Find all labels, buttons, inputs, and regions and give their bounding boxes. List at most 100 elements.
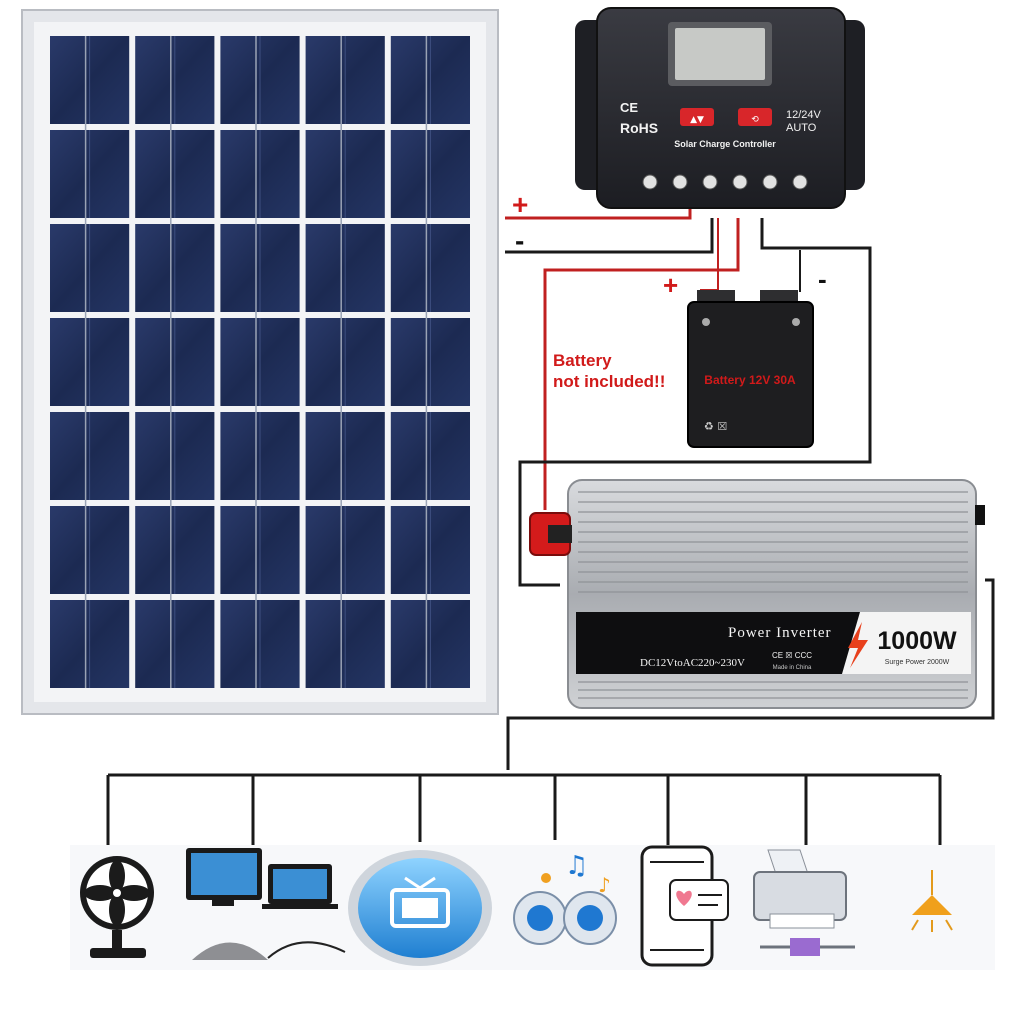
controller-button-2-glyph: ⟲ xyxy=(751,115,759,125)
speaker-icon: ♫ ♪ xyxy=(513,851,617,945)
inverter-power-badge xyxy=(842,612,971,674)
controller-mode-label: AUTO xyxy=(786,122,817,134)
controller-body xyxy=(596,7,846,209)
solar-cell xyxy=(220,600,300,688)
computer-icon xyxy=(186,848,346,960)
controller-button-1-glyph: ▲▼ xyxy=(690,115,704,125)
controller-rohs-mark: RoHS xyxy=(620,120,658,136)
inverter-spec: DC12VtoAC220~230V xyxy=(640,657,745,669)
power-inverter: Power Inverter DC12VtoAC220~230V CE ☒ CC… xyxy=(529,479,985,709)
fan-icon xyxy=(80,856,154,958)
solar-cell xyxy=(390,224,470,312)
solar-cell xyxy=(390,36,470,124)
controller-terminal-screw xyxy=(792,174,808,190)
panel-minus-label: - xyxy=(515,225,524,256)
appliance-row: ♫ ♪ xyxy=(70,845,995,970)
solar-cell xyxy=(135,36,215,124)
solar-cell xyxy=(50,600,130,688)
solar-cell xyxy=(305,130,385,218)
mouse xyxy=(192,942,268,960)
battery-minus-label: - xyxy=(818,264,827,294)
controller-name-label: Solar Charge Controller xyxy=(674,139,776,149)
solar-cell xyxy=(390,506,470,594)
controller-terminal-screw xyxy=(732,174,748,190)
controller-ce-mark: CE xyxy=(620,100,638,115)
solar-cell xyxy=(220,506,300,594)
battery-positive-link xyxy=(700,218,719,291)
solar-cell xyxy=(390,412,470,500)
panel-positive-wire xyxy=(505,208,692,220)
controller-terminal-screw xyxy=(702,174,718,190)
inverter-title: Power Inverter xyxy=(728,625,832,641)
battery-recycle-marks: ♻ ☒ xyxy=(704,420,727,433)
inverter-surge-rating: Surge Power 2000W xyxy=(885,659,950,666)
panel-negative-wire xyxy=(505,218,714,254)
solar-cell xyxy=(50,224,130,312)
battery-negative-wire xyxy=(518,218,872,587)
battery-bolt-right xyxy=(792,318,800,326)
solar-cell xyxy=(390,600,470,688)
solar-cell xyxy=(305,412,385,500)
solar-panel xyxy=(21,9,499,715)
solar-cell xyxy=(390,318,470,406)
battery-label: Battery 12V 30A xyxy=(704,373,796,387)
phone-icon xyxy=(640,845,729,967)
controller-terminal-screw xyxy=(642,174,658,190)
solar-cell xyxy=(135,412,215,500)
solar-cell xyxy=(305,36,385,124)
lightning-icon xyxy=(848,622,868,668)
battery-note-line2: not included!! xyxy=(553,372,665,391)
tv-icon xyxy=(348,850,492,966)
inverter-terminal-stud xyxy=(548,525,572,543)
inverter-power-switch[interactable] xyxy=(975,505,985,525)
lamp-icon xyxy=(911,870,953,932)
inverter-cooling-fins xyxy=(578,491,968,699)
solar-cell xyxy=(220,318,300,406)
battery-positive-wire xyxy=(543,218,740,510)
solar-cell xyxy=(135,130,215,218)
solar-cell xyxy=(220,224,300,312)
solar-cell xyxy=(305,506,385,594)
battery: Battery 12V 30A ♻ ☒ xyxy=(687,290,814,448)
load-drop-wires xyxy=(106,775,942,858)
panel-plus-label: + xyxy=(512,189,528,220)
solar-cell xyxy=(305,224,385,312)
solar-cell xyxy=(50,318,130,406)
solar-cell xyxy=(50,412,130,500)
solar-cell xyxy=(220,36,300,124)
svg-text:♪: ♪ xyxy=(598,873,611,897)
solar-cell-grid xyxy=(50,36,470,688)
battery-bolt-left xyxy=(702,318,710,326)
solar-cell xyxy=(135,600,215,688)
inverter-marks: CE ☒ CCC xyxy=(772,651,812,660)
solar-cell xyxy=(305,318,385,406)
printer-icon xyxy=(753,849,855,956)
controller-button-2[interactable] xyxy=(738,108,772,126)
controller-terminals xyxy=(642,174,808,190)
controller-voltage-label: 12/24V xyxy=(786,109,822,121)
controller-lcd-screen xyxy=(675,28,765,80)
battery-body xyxy=(687,301,814,448)
solar-cell xyxy=(220,412,300,500)
solar-cell xyxy=(220,130,300,218)
solar-cell xyxy=(135,506,215,594)
solar-cell xyxy=(50,506,130,594)
controller-button-1[interactable] xyxy=(680,108,714,126)
fan-blades xyxy=(84,860,150,926)
solar-cell xyxy=(390,130,470,218)
svg-text:♫: ♫ xyxy=(565,851,588,881)
solar-cell xyxy=(305,600,385,688)
solar-cell xyxy=(50,130,130,218)
inverter-output-wire xyxy=(506,578,995,770)
solar-cell xyxy=(135,224,215,312)
charge-controller: CE RoHS ▲▼ ⟲ 12/24V AUTO Solar Charge Co… xyxy=(575,7,865,209)
controller-terminal-screw xyxy=(762,174,778,190)
wiring xyxy=(106,208,995,858)
inverter-made-in: Made in China xyxy=(773,665,812,671)
inverter-power-rating: 1000W xyxy=(877,627,957,655)
solar-cell xyxy=(50,36,130,124)
controller-terminal-screw xyxy=(672,174,688,190)
solar-cell xyxy=(135,318,215,406)
battery-note-line1: Battery xyxy=(553,351,612,370)
